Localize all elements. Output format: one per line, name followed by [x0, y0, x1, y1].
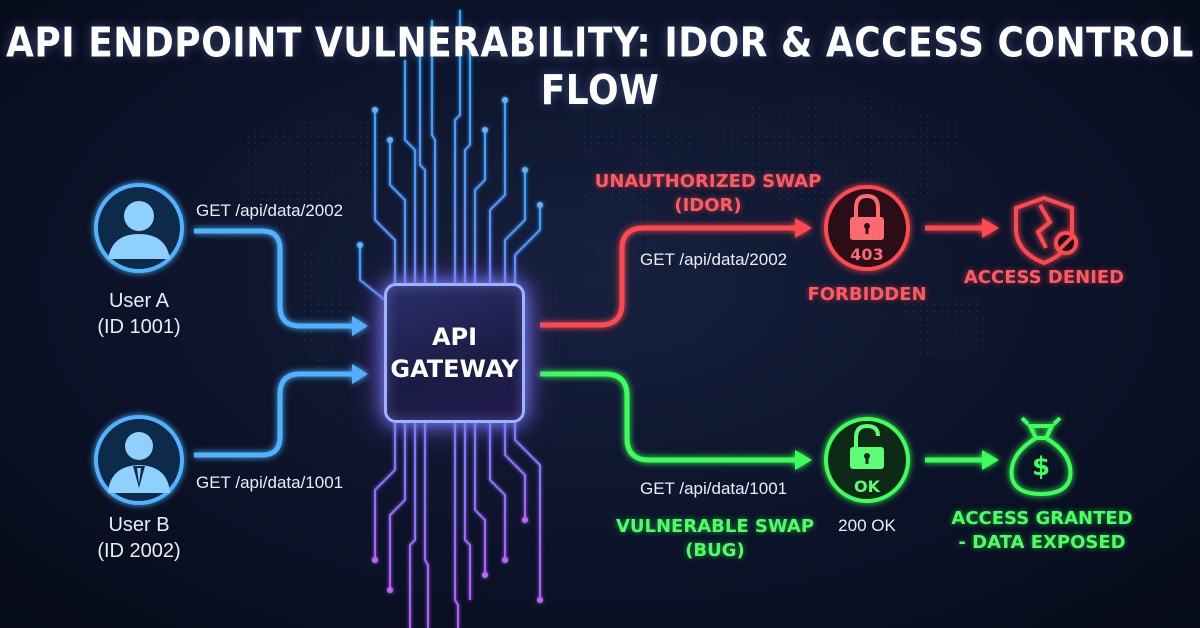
user-icon: [108, 201, 170, 259]
user-a-node[interactable]: [94, 183, 184, 273]
user-b-label: User B (ID 2002): [59, 512, 219, 564]
page-title: API ENDPOINT VULNERABILITY: IDOR & ACCES…: [6, 19, 1194, 115]
user-b-name: User B: [108, 514, 170, 536]
user-b-arrow: [194, 364, 368, 458]
forbidden-node[interactable]: [824, 185, 910, 271]
gateway-label-line2: GATEWAY: [390, 355, 519, 383]
user-a-name: User A: [108, 290, 170, 312]
access-granted-line1: ACCESS GRANTED: [951, 508, 1133, 529]
user-b-node[interactable]: [94, 415, 184, 505]
api-gateway-node[interactable]: API GATEWAY: [384, 283, 525, 423]
ok-status: 200 OK: [838, 516, 896, 535]
forbidden-status: FORBIDDEN: [807, 284, 927, 305]
user-a-label: User A (ID 1001): [59, 288, 219, 340]
forbidden-code: 403: [850, 245, 884, 264]
circuit-traces-top: [357, 0, 543, 301]
gateway-label: API GATEWAY: [390, 321, 518, 385]
user-b-request: GET /api/data/1001: [196, 473, 344, 492]
vulnerable-arrow: [540, 371, 999, 470]
businessman-icon: [108, 432, 170, 493]
unauthorized-label-line1: UNAUTHORIZED SWAP: [594, 171, 822, 192]
money-bag-icon: [1009, 416, 1073, 497]
user-a-arrow: [194, 228, 368, 336]
user-a-id: (ID 1001): [97, 316, 181, 338]
unauthorized-label-line2: (IDOR): [674, 195, 742, 216]
ok-node[interactable]: [824, 417, 910, 503]
dollar-sign-glyph: $: [1031, 452, 1051, 482]
circuit-traces-bottom: [372, 422, 543, 628]
unauthorized-request: GET /api/data/2002: [640, 250, 788, 269]
access-granted-line2: - DATA EXPOSED: [958, 532, 1126, 553]
unauthorized-swap-label: UNAUTHORIZED SWAP (IDOR): [588, 170, 828, 218]
access-granted-label: ACCESS GRANTED - DATA EXPOSED: [944, 507, 1140, 555]
padlock-closed-icon: [850, 193, 884, 240]
user-a-request: GET /api/data/2002: [196, 201, 344, 220]
vulnerable-swap-label: VULNERABLE SWAP (BUG): [610, 515, 820, 563]
broken-shield-icon: [1014, 195, 1078, 266]
padlock-open-icon: [850, 423, 884, 469]
vulnerable-label-line1: VULNERABLE SWAP: [615, 516, 815, 537]
user-b-id: (ID 2002): [97, 540, 181, 562]
unauthorized-arrow: [540, 218, 999, 328]
gateway-label-line1: API: [431, 323, 478, 351]
ok-code: OK: [854, 477, 880, 496]
access-denied-label: ACCESS DENIED: [963, 267, 1125, 288]
vulnerable-label-line2: (BUG): [685, 540, 745, 561]
vulnerable-request: GET /api/data/1001: [640, 479, 788, 498]
